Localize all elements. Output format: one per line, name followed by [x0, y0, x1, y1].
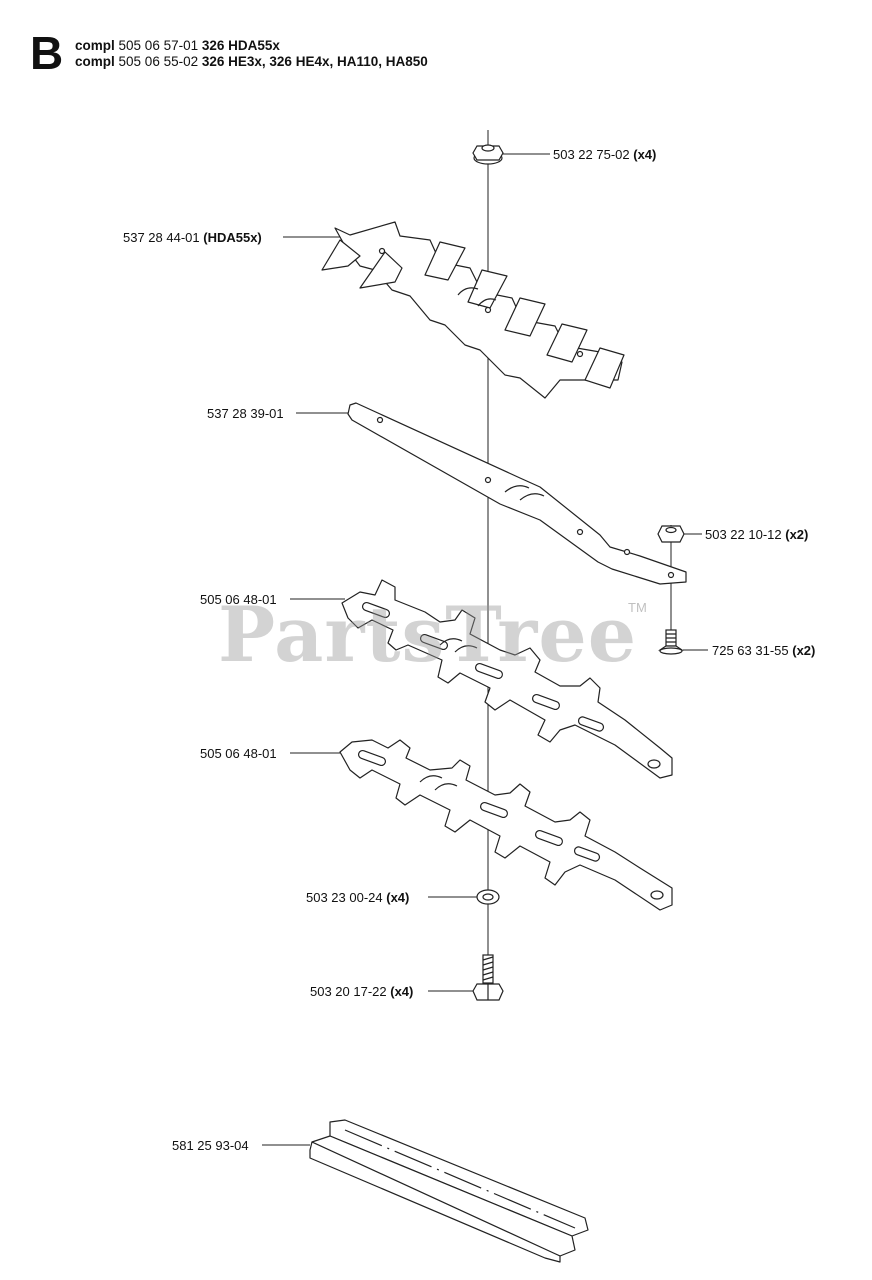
callout-label[interactable]: 505 06 48-01 — [200, 746, 277, 761]
part-qty: (x2) — [785, 527, 809, 542]
hedge-blade-lower-icon — [339, 739, 673, 911]
assembly-models: 326 HDA55x — [201, 38, 280, 53]
part-qty: (HDA55x) — [203, 230, 262, 245]
hedge-blade-upper-icon — [341, 579, 673, 779]
countersunk-screw-icon — [658, 629, 684, 655]
part-number: 725 63 31-55 — [712, 643, 789, 658]
guide-bar-icon — [347, 402, 687, 585]
assembly-prefix: compl — [75, 38, 115, 53]
callout-label[interactable]: 505 06 48-01 — [200, 592, 277, 607]
part-number: 537 28 44-01 — [123, 230, 200, 245]
callout-label[interactable]: 503 22 10-12 (x2) — [705, 527, 808, 542]
part-qty: (x4) — [633, 147, 657, 162]
blade-guard-icon — [309, 1119, 589, 1263]
part-number: 505 06 48-01 — [200, 746, 277, 761]
part-qty: (x2) — [792, 643, 816, 658]
assembly-line-1: compl 505 06 57-01 326 HDA55x — [75, 38, 280, 54]
watermark-text: PartsTree — [218, 590, 638, 679]
trademark-symbol: TM — [628, 600, 647, 615]
callout-label[interactable]: 537 28 44-01 (HDA55x) — [123, 230, 262, 245]
callout-label[interactable]: 503 23 00-24 (x4) — [306, 890, 409, 905]
callout-label[interactable]: 503 22 75-02 (x4) — [553, 147, 656, 162]
part-number: 581 25 93-04 — [172, 1138, 249, 1153]
assembly-part-number: 505 06 57-01 — [118, 38, 199, 53]
flange-nut-icon — [472, 144, 504, 165]
part-number: 503 22 75-02 — [553, 147, 630, 162]
callout-label[interactable]: 725 63 31-55 (x2) — [712, 643, 815, 658]
assembly-prefix: compl — [75, 54, 115, 69]
assembly-line-2: compl 505 06 55-02 326 HE3x, 326 HE4x, H… — [75, 54, 428, 70]
part-number: 503 20 17-22 — [310, 984, 387, 999]
part-number: 503 23 00-24 — [306, 890, 383, 905]
callout-label[interactable]: 581 25 93-04 — [172, 1138, 249, 1153]
callout-label[interactable]: 503 20 17-22 (x4) — [310, 984, 413, 999]
section-letter: B — [30, 27, 64, 79]
callout-label[interactable]: 537 28 39-01 — [207, 406, 284, 421]
part-qty: (x4) — [390, 984, 414, 999]
assembly-part-number: 505 06 55-02 — [118, 54, 199, 69]
part-number: 537 28 39-01 — [207, 406, 284, 421]
washer-icon — [476, 889, 500, 905]
hedge-blade-hda-icon — [321, 221, 625, 399]
part-number: 503 22 10-12 — [705, 527, 782, 542]
part-number: 505 06 48-01 — [200, 592, 277, 607]
part-qty: (x4) — [386, 890, 410, 905]
assembly-models: 326 HE3x, 326 HE4x, HA110, HA850 — [201, 54, 428, 69]
bolt-icon — [472, 954, 504, 1001]
hex-nut-icon — [657, 525, 685, 543]
